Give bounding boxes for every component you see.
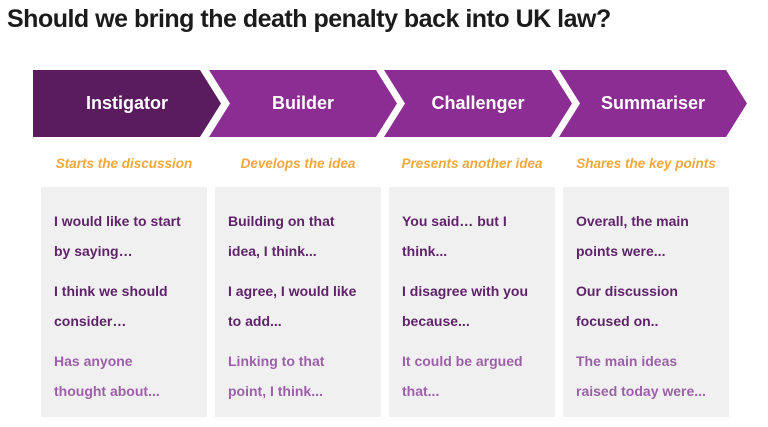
phrase-line: I disagree with you (402, 283, 529, 299)
role-description-challenger: Presents another idea (401, 156, 543, 171)
phrase: It could be argued that... (402, 346, 547, 406)
phrase: The main ideas raised today were... (576, 346, 721, 406)
role-description-summariser: Shares the key points (576, 156, 716, 171)
role-chevron-challenger: Challenger (384, 70, 572, 137)
phrase-line: by saying… (54, 243, 133, 259)
role-chevron-summariser: Summariser (559, 70, 747, 137)
phrase-line: It could be argued (402, 353, 523, 369)
role-chevron-label: Challenger (431, 93, 525, 113)
phrase-line: Our discussion (576, 283, 678, 299)
role-description-builder: Develops the idea (240, 156, 356, 171)
sentence-starters-box-instigator: I would like to start by saying… I think… (41, 187, 207, 417)
sentence-starters-box-challenger: You said… but I think... I disagree with… (389, 187, 555, 417)
phrase-line: Linking to that (228, 353, 325, 369)
phrase-line: I would like to start (54, 213, 181, 229)
phrase-line: points were... (576, 243, 666, 259)
sentence-starters-box-builder: Building on that idea, I think... I agre… (215, 187, 381, 417)
phrase: I would like to start by saying… (54, 206, 199, 266)
phrase: Has anyone thought about... (54, 346, 199, 406)
phrase-line: idea, I think... (228, 243, 317, 259)
phrase: Linking to that point, I think... (228, 346, 373, 406)
role-chevron-instigator: Instigator (33, 70, 221, 137)
phrase-line: to add... (228, 313, 282, 329)
phrase-line: You said… but I (402, 213, 507, 229)
phrase-line: consider… (54, 313, 127, 329)
phrase-line: I think we should (54, 283, 168, 299)
phrase-line: focused on.. (576, 313, 659, 329)
phrase-line: thought about... (54, 383, 160, 399)
phrase-line: that... (402, 383, 440, 399)
sentence-starters-box-summariser: Overall, the main points were... Our dis… (563, 187, 729, 417)
phrase-line: Has anyone (54, 353, 133, 369)
phrase-line: I agree, I would like (228, 283, 357, 299)
phrase-line: raised today were... (576, 383, 706, 399)
page-title: Should we bring the death penalty back i… (7, 5, 611, 33)
role-chevron-label: Instigator (85, 93, 168, 113)
phrase-line: Overall, the main (576, 213, 689, 229)
phrase: I disagree with you because... (402, 276, 547, 336)
phrase: Our discussion focused on.. (576, 276, 721, 336)
phrase: Building on that idea, I think... (228, 206, 373, 266)
phrase-line: The main ideas (576, 353, 678, 369)
role-chevron-builder: Builder (209, 70, 397, 137)
phrase-line: think... (402, 243, 448, 259)
role-chevron-label: Builder (271, 93, 334, 113)
phrase-line: point, I think... (228, 383, 323, 399)
phrase: You said… but I think... (402, 206, 547, 266)
phrase: I agree, I would like to add... (228, 276, 373, 336)
role-description-instigator: Starts the discussion (55, 156, 193, 171)
role-chevron-label: Summariser (600, 93, 706, 113)
phrase-line: Building on that (228, 213, 335, 229)
phrase-line: because... (402, 313, 470, 329)
phrase: Overall, the main points were... (576, 206, 721, 266)
phrase: I think we should consider… (54, 276, 199, 336)
